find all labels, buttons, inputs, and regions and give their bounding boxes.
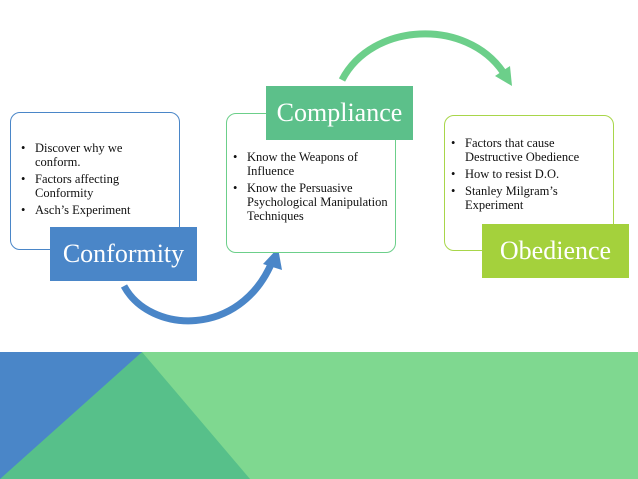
decorative-footer (0, 352, 638, 479)
footer-corner-triangle (0, 352, 142, 479)
compliance-bullet: Know the Persuasive Psychological Manipu… (233, 181, 389, 223)
arrow-head-upper (495, 66, 512, 86)
arrow-head-lower (263, 248, 282, 270)
obedience-bullet: Factors that cause Destructive Obedience (451, 136, 607, 164)
obedience-bullet: Stanley Milgram’s Experiment (451, 184, 607, 212)
conformity-label: Conformity (50, 227, 197, 281)
obedience-bullet-list: Factors that cause Destructive Obedience… (451, 136, 607, 212)
conformity-bullet: Factors affecting Conformity (21, 172, 171, 200)
obedience-label: Obedience (482, 224, 629, 278)
compliance-label: Compliance (266, 86, 413, 140)
obedience-bullet: How to resist D.O. (451, 167, 607, 181)
arrow-compliance-to-obedience (338, 30, 506, 82)
compliance-bullet: Know the Weapons of Influence (233, 150, 389, 178)
arrow-conformity-to-compliance (120, 260, 276, 325)
conformity-bullet-list: Discover why we conform. Factors affecti… (21, 141, 171, 217)
compliance-bullet-list: Know the Weapons of Influence Know the P… (233, 150, 389, 223)
conformity-bullet: Discover why we conform. (21, 141, 171, 169)
conformity-bullet: Asch’s Experiment (21, 203, 171, 217)
